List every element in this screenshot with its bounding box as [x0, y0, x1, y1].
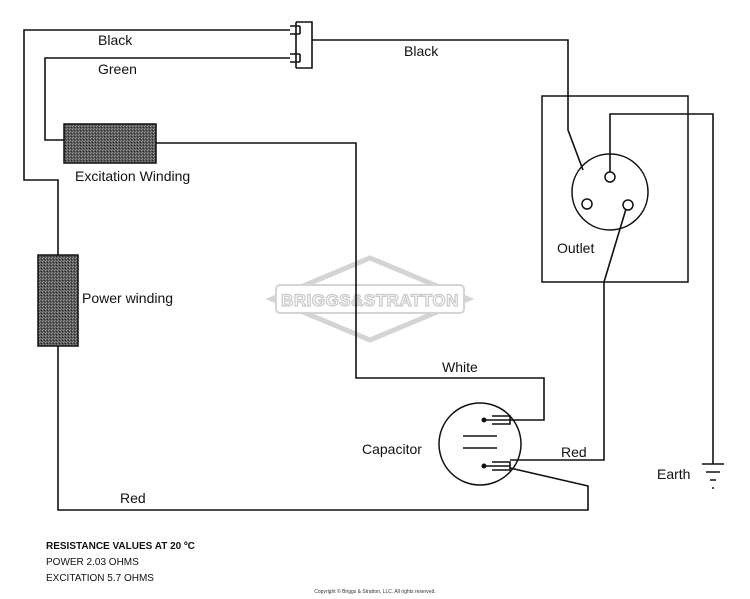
notes-excitation: EXCITATION 5.7 OHMS — [46, 573, 154, 584]
label-capacitor: Capacitor — [362, 441, 422, 457]
resistance-notes: RESISTANCE VALUES AT 20 ºC POWER 2.03 OH… — [46, 539, 195, 587]
capacitor-terminal-bottom — [481, 461, 511, 471]
label-black-left: Black — [98, 32, 133, 48]
label-black-right: Black — [404, 43, 439, 59]
watermark-text: BRIGGS&STRATTON — [281, 291, 459, 310]
wire-red-bottom — [57, 346, 589, 511]
copyright-text: Copyright © Briggs & Stratton, LLC. All … — [314, 589, 436, 595]
wire-black-right — [312, 39, 584, 171]
label-power-winding: Power winding — [82, 290, 173, 306]
power-winding — [37, 254, 79, 347]
label-earth: Earth — [657, 466, 690, 482]
watermark-band — [275, 284, 465, 314]
outlet-box — [541, 95, 689, 283]
label-excitation-winding: Excitation Winding — [75, 168, 190, 184]
wire-earth — [609, 113, 714, 464]
notes-power: POWER 2.03 OHMS — [46, 557, 139, 568]
capacitor — [438, 402, 522, 486]
connector-top — [290, 21, 313, 69]
wire-white — [156, 142, 545, 421]
wire-red-right — [510, 208, 627, 461]
capacitor-terminal-top — [481, 415, 511, 425]
wire-green — [44, 57, 290, 141]
excitation-winding — [63, 123, 157, 164]
label-red-bottom: Red — [120, 490, 146, 506]
label-white: White — [442, 359, 478, 375]
outlet-pin-right — [622, 199, 634, 211]
label-green: Green — [98, 61, 137, 77]
outlet-pin-top — [604, 171, 616, 183]
watermark: BRIGGS&STRATTON — [265, 255, 475, 343]
notes-heading: RESISTANCE VALUES AT 20 ºC — [46, 541, 195, 552]
label-red-right: Red — [561, 444, 587, 460]
wire-black-left — [23, 29, 290, 255]
outlet-pin-left — [581, 198, 593, 210]
capacitor-plates — [463, 435, 497, 449]
label-outlet: Outlet — [557, 240, 594, 256]
earth-ground-icon — [702, 463, 724, 489]
